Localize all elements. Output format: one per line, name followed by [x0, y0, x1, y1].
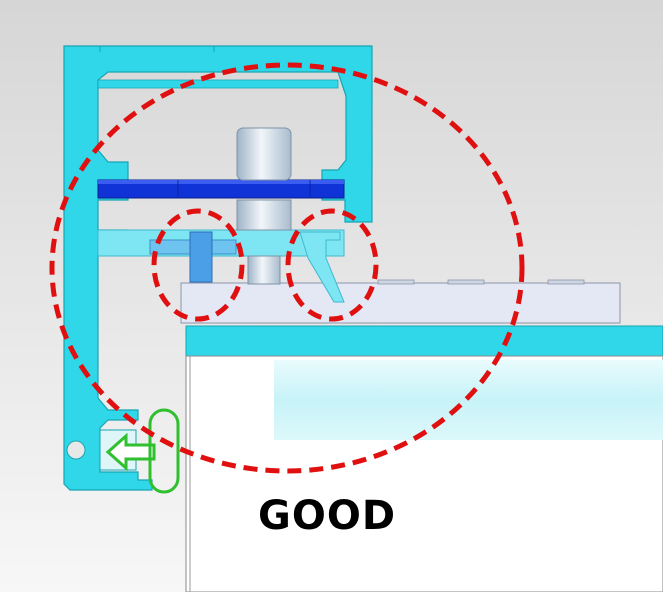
pin	[236, 127, 292, 285]
verdict-label: GOOD	[258, 493, 397, 539]
arrow-oval	[148, 408, 180, 494]
base-block	[180, 279, 621, 324]
clip-plate	[97, 179, 345, 199]
profile-slot-top	[97, 79, 339, 89]
lower-clip	[97, 229, 345, 303]
push-arrow	[105, 408, 180, 494]
profile-hole	[66, 440, 86, 460]
left-arrow-icon	[105, 432, 156, 472]
panel-top-bar	[185, 325, 663, 357]
small-highlight-circle-right	[285, 208, 379, 322]
snap-hook	[299, 231, 345, 303]
large-highlight-circle	[49, 62, 525, 474]
highlight-circles	[49, 62, 525, 474]
display-panel	[185, 325, 663, 592]
small-highlight-circle-left	[151, 208, 245, 322]
